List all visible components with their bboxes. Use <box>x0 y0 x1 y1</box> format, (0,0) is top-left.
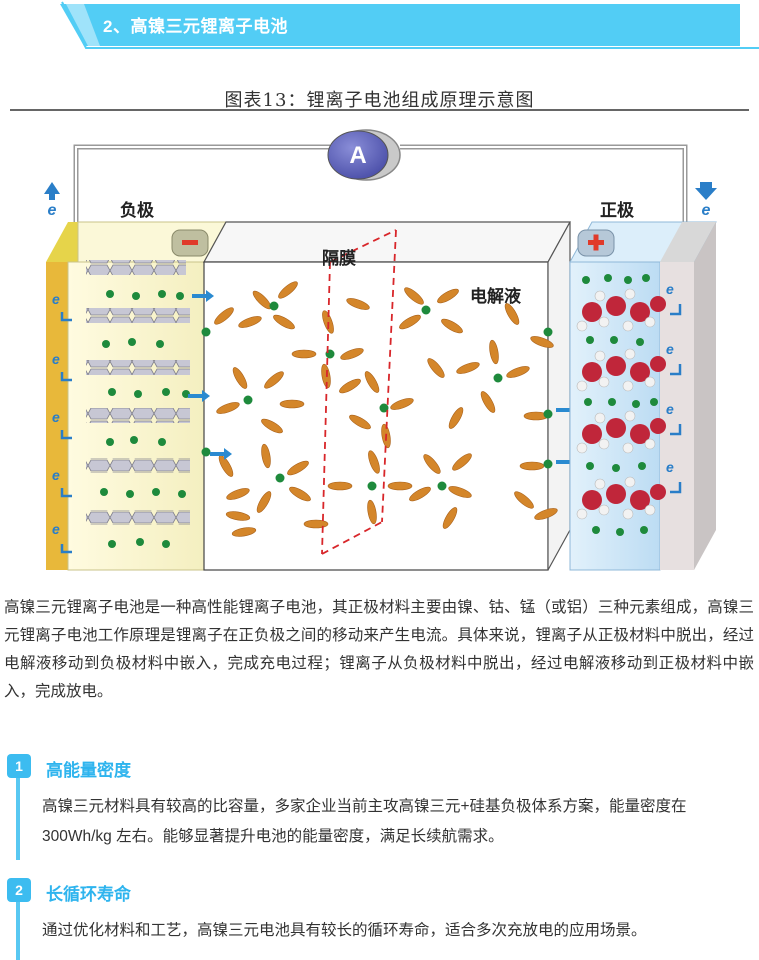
intro-paragraph: 高镍三元锂离子电池是一种高性能锂离子电池，其正极材料主要由镍、钴、锰（或铝）三种… <box>4 599 754 700</box>
svg-text:e: e <box>52 467 60 483</box>
solvent-molecules <box>201 281 558 537</box>
separator-label: 隔膜 <box>322 249 356 269</box>
section-rail <box>16 878 20 960</box>
section-heading: 长循环寿命 <box>46 885 131 904</box>
svg-text:e: e <box>666 401 674 417</box>
oxide-layer-4 <box>576 476 666 520</box>
electrolyte-label: 电解液 <box>470 287 521 307</box>
svg-text:e: e <box>702 202 711 219</box>
figure-title: 图表13：锂离子电池组成原理示意图 <box>224 90 535 111</box>
section-heading: 高能量密度 <box>46 761 131 780</box>
battery-diagram: A e e <box>0 82 759 580</box>
section-number-badge: 2 <box>7 878 31 902</box>
section-number-badge: 1 <box>7 754 31 778</box>
electron-flow-icon: e e <box>44 182 717 219</box>
banner-shape <box>60 1 759 49</box>
svg-text:e: e <box>48 202 57 219</box>
section-body: 高镍三元材料具有较高的比容量，多家企业当前主攻高镍三元+硅基负极体系方案，能量密… <box>42 798 687 845</box>
electrolyte-cell <box>202 221 572 571</box>
circuit-wire <box>73 144 688 222</box>
svg-text:A: A <box>349 142 366 169</box>
svg-text:e: e <box>666 459 674 475</box>
section-rail <box>16 754 20 860</box>
oxide-layer-1 <box>576 288 666 332</box>
separator-membrane <box>321 229 397 555</box>
oxide-layer-3 <box>576 410 666 454</box>
section-body: 通过优化材料和工艺，高镍三元电池具有较长的循环寿命，适合多次充放电的应用场景。 <box>42 922 647 939</box>
negative-electrode-label: 负极 <box>120 201 154 221</box>
svg-text:e: e <box>52 409 60 425</box>
positive-electrode-label: 正极 <box>600 201 634 221</box>
cathode-electrode: e e e e <box>569 221 717 571</box>
oxide-layer-2 <box>576 348 666 392</box>
svg-text:e: e <box>52 351 60 367</box>
feature-section-1: 1 高能量密度 高镍三元材料具有较高的比容量，多家企业当前主攻高镍三元+硅基负极… <box>0 742 759 860</box>
svg-text:e: e <box>52 521 60 537</box>
section-title: 2、高镍三元锂离子电池 <box>103 17 288 36</box>
diagram-canvas: A e e <box>10 109 749 571</box>
anode-electrode: e e e e e <box>46 221 227 571</box>
section-header-banner: 2、高镍三元锂离子电池 <box>0 0 759 56</box>
svg-text:e: e <box>666 281 674 297</box>
feature-section-2: 2 长循环寿命 通过优化材料和工艺，高镍三元电池具有较长的循环寿命，适合多次充放… <box>0 866 759 960</box>
svg-text:e: e <box>52 291 60 307</box>
svg-text:e: e <box>666 341 674 357</box>
ammeter-icon: A <box>327 129 401 181</box>
